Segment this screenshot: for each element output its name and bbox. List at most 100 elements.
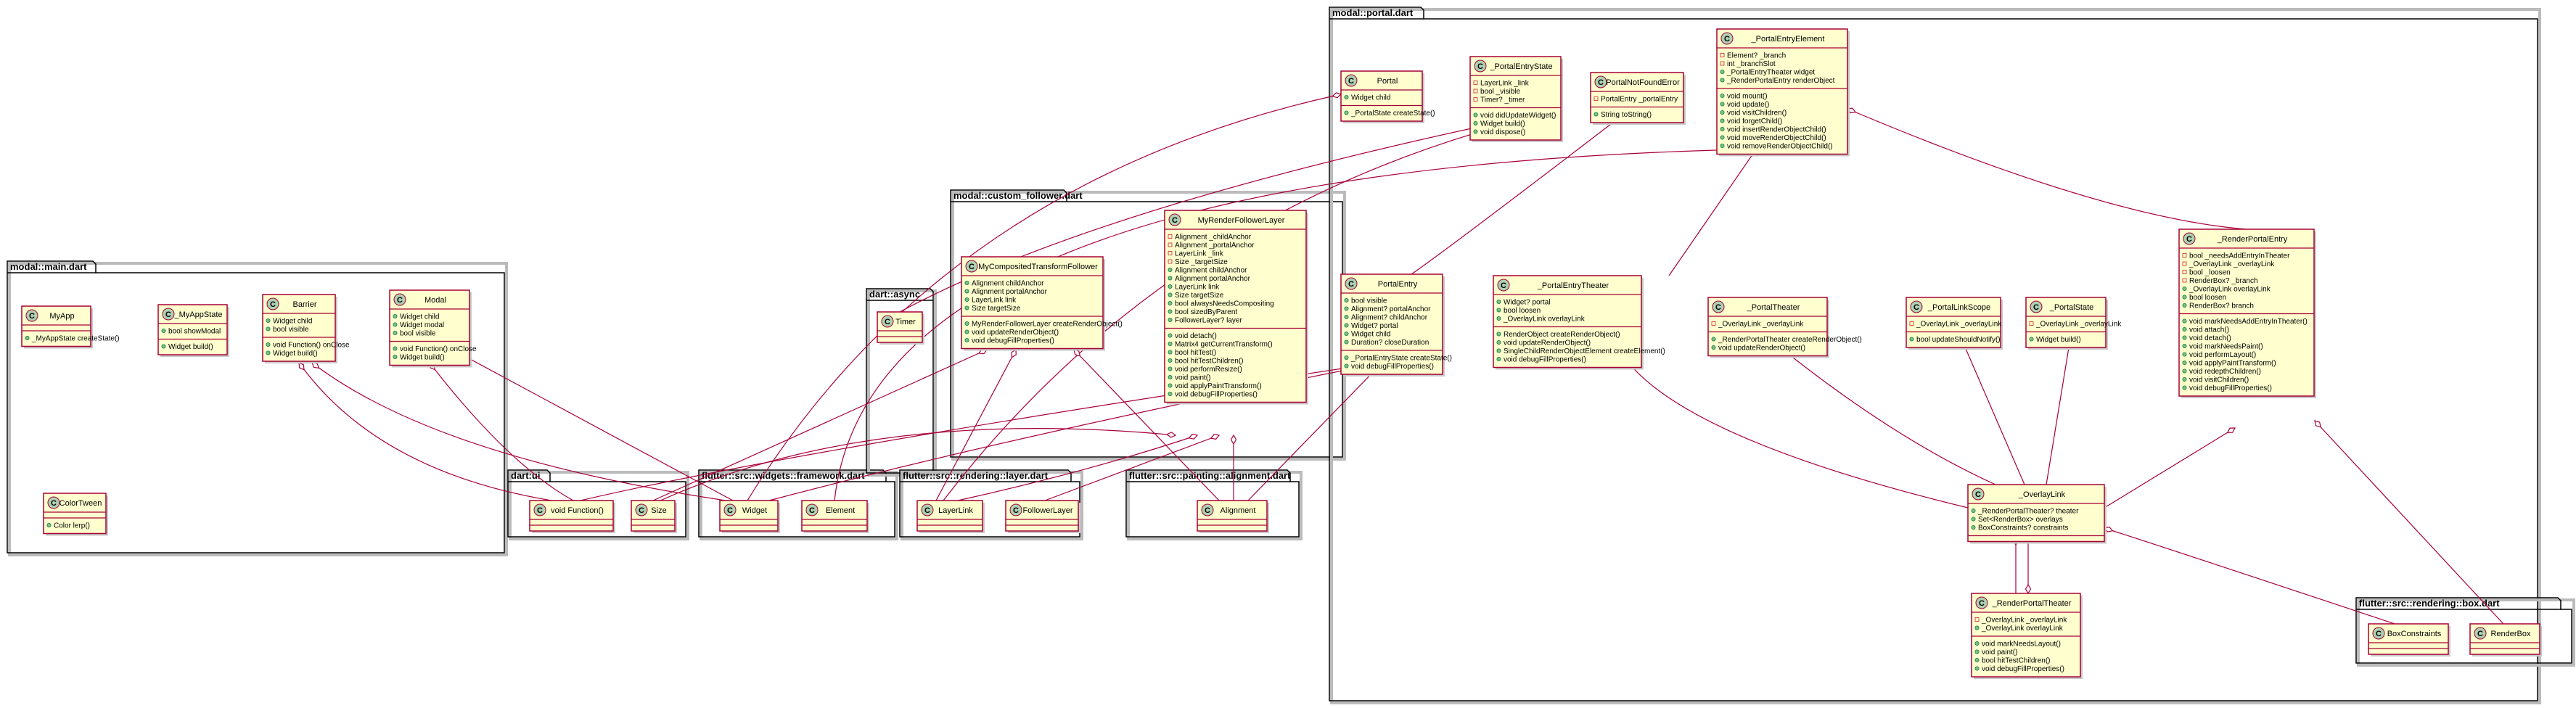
svg-text:C: C — [537, 506, 543, 515]
class-member: void attach() — [2189, 326, 2229, 334]
association-_RenderPortalEntry-RenderBox — [2314, 420, 2504, 625]
class-member: bool loosen — [2189, 294, 2226, 302]
class-name: Widget — [742, 506, 767, 515]
aggregation-diamond — [311, 362, 320, 369]
class-member: Timer? _timer — [1480, 96, 1525, 104]
class-member: _RenderPortalTheater? theater — [1977, 508, 2079, 516]
class-member: void paint() — [1982, 649, 2017, 656]
public-icon — [1720, 78, 1725, 83]
class-member: void debugFillProperties() — [1175, 391, 1258, 399]
association-_RenderPortalEntry-_OverlayLink — [2104, 427, 2236, 509]
svg-text:C: C — [1477, 62, 1483, 71]
class-member: bool visible — [1351, 297, 1387, 305]
class-name: Size — [651, 506, 666, 515]
public-icon — [393, 313, 398, 318]
class-name: FollowerLayer — [1022, 506, 1072, 515]
public-icon — [2182, 318, 2187, 324]
package-main: modal::main.dart — [7, 260, 508, 556]
public-icon — [1168, 276, 1173, 281]
class-_OverlayLink[interactable]: C_OverlayLink_RenderPortalTheater? theat… — [1967, 484, 2107, 544]
aggregation-diamond — [1210, 434, 1221, 440]
class-_PortalLinkScope[interactable]: C_PortalLinkScope_OverlayLink _overlayLi… — [1906, 297, 2003, 350]
public-icon — [1974, 658, 1980, 663]
class-_PortalTheater[interactable]: C_PortalTheater_OverlayLink _overlayLink… — [1707, 297, 1862, 358]
class-member: Alignment childAnchor — [972, 280, 1044, 288]
private-icon — [1168, 259, 1173, 264]
class-member: void debugFillProperties() — [1982, 665, 2064, 673]
class-stereotype-icon — [1910, 300, 1923, 313]
class-_PortalState[interactable]: C_PortalState_OverlayLink _overlayLinkWi… — [2025, 297, 2122, 350]
class-member: _RenderPortalTheater createRenderObject(… — [1718, 336, 1862, 344]
class-member: void detach() — [1175, 332, 1217, 340]
public-icon — [1971, 516, 1976, 522]
private-icon — [1720, 53, 1725, 57]
association-MyCompositedTransformFollower-Size — [652, 349, 988, 501]
private-icon — [1473, 97, 1478, 102]
public-icon — [393, 330, 398, 335]
public-icon — [1344, 306, 1349, 311]
public-icon — [1168, 300, 1173, 305]
class-member: bool updateShouldNotify() — [1916, 336, 2001, 344]
class-name: PortalEntry — [1378, 280, 1418, 289]
public-icon — [2182, 377, 2187, 382]
class-name: ColorTween — [60, 499, 102, 508]
public-icon — [266, 350, 271, 355]
aggregation-diamond — [2025, 583, 2032, 595]
class-stereotype-icon — [47, 496, 60, 509]
svg-text:C: C — [1348, 280, 1354, 289]
class-member: RenderBox? _branch — [2189, 277, 2258, 285]
public-icon — [964, 289, 969, 294]
public-icon — [1344, 355, 1349, 360]
public-icon — [1344, 297, 1349, 302]
public-icon — [964, 280, 969, 285]
class-member: void update() — [1727, 101, 1769, 109]
class-name: Element — [826, 506, 855, 515]
public-icon — [964, 329, 969, 334]
public-icon — [964, 305, 969, 310]
public-icon — [1344, 339, 1349, 345]
aggregation-diamond — [1011, 348, 1017, 358]
class-member: PortalEntry _portalEntry — [1601, 96, 1678, 104]
class-member: Alignment _childAnchor — [1175, 234, 1252, 242]
class-member: void performResize() — [1175, 366, 1242, 374]
private-icon — [2182, 278, 2187, 283]
association-_PortalEntryElement-Element — [834, 149, 1742, 501]
class-name: _RenderPortalTheater — [1992, 599, 2072, 608]
public-icon — [1168, 383, 1173, 388]
class-member: Alignment? childAnchor — [1351, 314, 1428, 322]
class-member: bool _visible — [1480, 88, 1520, 96]
class-name: void Function() — [551, 506, 604, 515]
association-Barrier-Widget — [311, 362, 726, 501]
class-member: void paint() — [1175, 374, 1210, 382]
class-member: _PortalState createState() — [1350, 110, 1435, 118]
class-member: LayerLink link — [1175, 284, 1220, 292]
private-icon — [1974, 617, 1980, 622]
class-_RenderPortalTheater[interactable]: C_RenderPortalTheater_OverlayLink _overl… — [1971, 593, 2083, 679]
svg-text:C: C — [1715, 303, 1721, 312]
